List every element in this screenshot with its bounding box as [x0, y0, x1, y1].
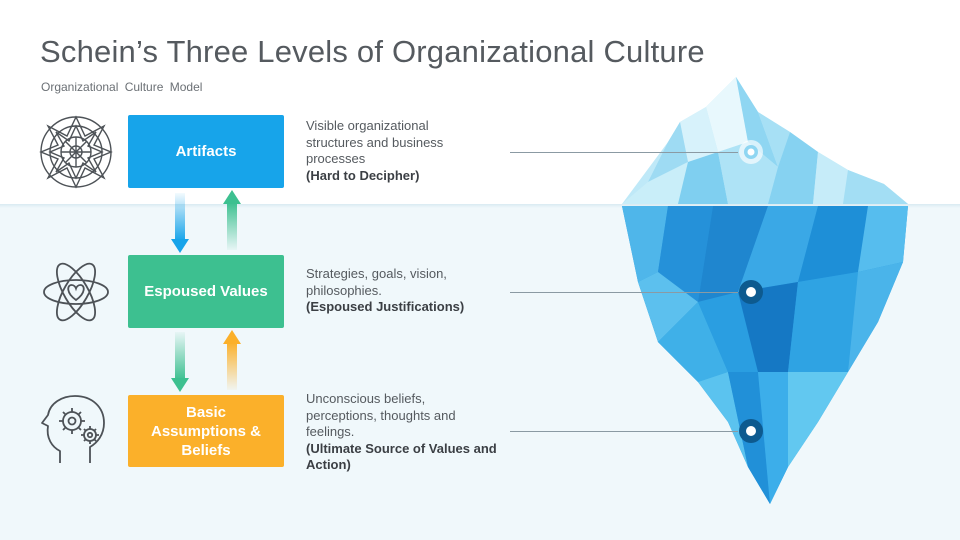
connector-line-artifacts [510, 152, 738, 153]
artifacts-label: Artifacts [175, 143, 237, 160]
connector-line-basic-assumptions [510, 431, 738, 432]
atom-heart-icon [43, 262, 109, 322]
mandala-icon [39, 115, 113, 189]
basic-assumptions-emphasis: (Ultimate Source of Values and Action) [306, 440, 497, 473]
iceberg-marker-espoused-values [739, 280, 763, 304]
espoused-values-description-text: Strategies, goals, vision, philosophies. [306, 266, 447, 298]
artifacts-description-text: Visible organizational structures and bu… [306, 118, 444, 166]
espoused-values-description: Strategies, goals, vision, philosophies.… [306, 266, 481, 316]
basic-assumptions-description-text: Unconscious beliefs, perceptions, though… [306, 391, 456, 439]
head-gears-icon [41, 395, 105, 463]
basic-assumptions-description: Unconscious beliefs, perceptions, though… [306, 391, 506, 474]
artifacts-box: Artifacts [128, 115, 284, 188]
iceberg-marker-basic-assumptions [739, 419, 763, 443]
waterline [0, 204, 960, 208]
artifacts-description: Visible organizational structures and bu… [306, 118, 476, 184]
arrow-down-artifacts-to-values [171, 193, 189, 253]
arrow-up-values-to-artifacts [223, 190, 241, 250]
page-subtitle: Organizational Culture Model [41, 80, 203, 94]
basic-assumptions-label: Basic Assumptions & Beliefs [150, 403, 261, 459]
page-title: Schein’s Three Levels of Organizational … [40, 34, 705, 69]
espoused-values-emphasis: (Espoused Justifications) [306, 299, 465, 314]
arrow-up-assumptions-to-values [223, 330, 241, 390]
arrow-down-values-to-assumptions [171, 332, 189, 392]
iceberg-illustration [622, 77, 908, 504]
iceberg-underwater [622, 206, 908, 504]
artifacts-emphasis: (Hard to Decipher) [306, 167, 420, 183]
espoused-values-label: Espoused Values [144, 283, 268, 300]
connector-line-espoused-values [510, 292, 738, 293]
basic-assumptions-box: Basic Assumptions & Beliefs [128, 395, 284, 467]
espoused-values-box: Espoused Values [128, 255, 284, 328]
iceberg-marker-artifacts [739, 140, 763, 164]
iceberg-tip [622, 77, 908, 204]
